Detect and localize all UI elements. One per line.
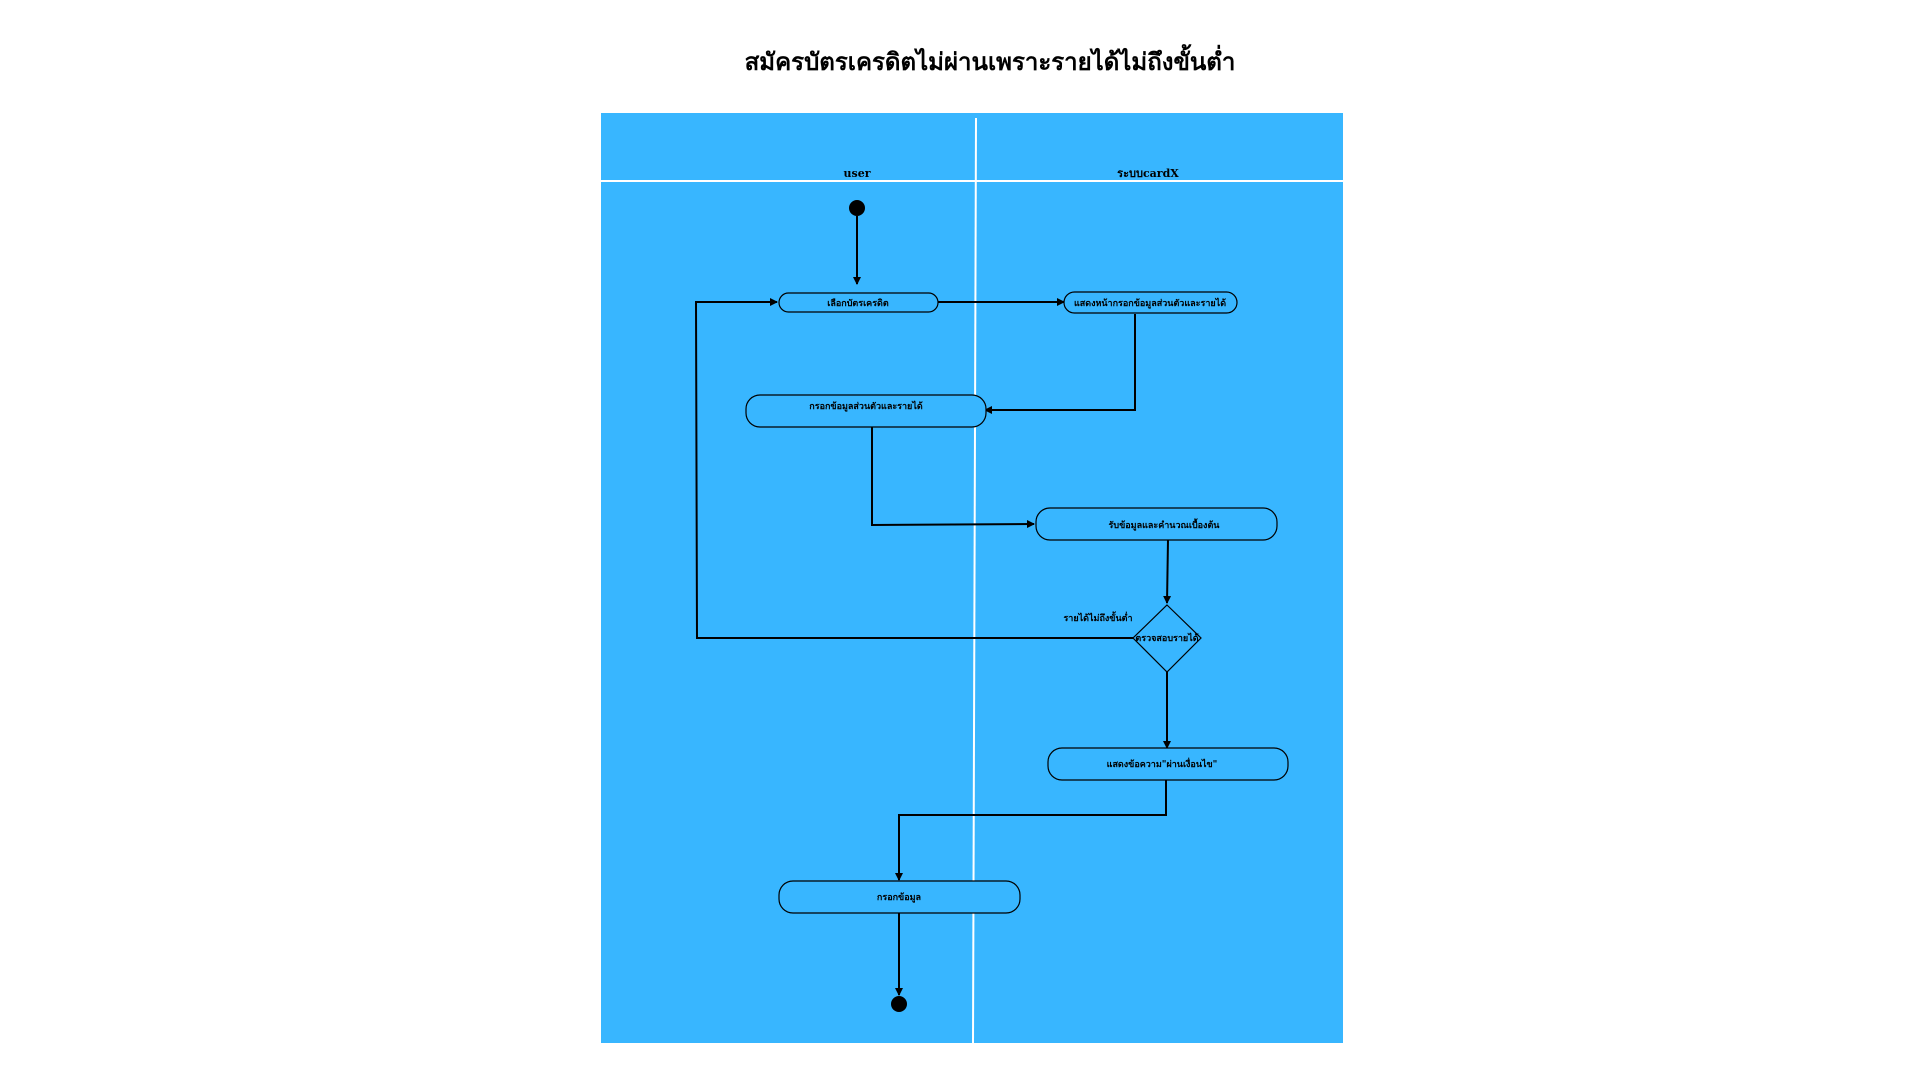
- action-show-message-label: แสดงข้อความ"ผ่านเงื่อนไข": [1107, 757, 1218, 770]
- action-fill-personal-income-label: กรอกข้อมูลส่วนตัวและรายได้: [809, 400, 923, 412]
- action-show-form-label: แสดงหน้ากรอกข้อมูลส่วนตัวและรายได้: [1074, 297, 1226, 309]
- lane-label-cardx-system: ระบบcardX: [1117, 167, 1179, 180]
- edge-show-form-to-fill-personal: [984, 314, 1136, 414]
- decision-check-income: [1132, 604, 1202, 673]
- decision-check-income-label: ตรวจสอบรายได้: [1135, 632, 1198, 644]
- edge-receive-to-check-income: [1163, 539, 1172, 604]
- edge-label-income-below-min: รายได้ไม่ถึงขั้นต่ำ: [1063, 611, 1132, 624]
- action-fill-personal-income: [745, 394, 987, 428]
- edge-show-message-to-fill-info: [895, 780, 1167, 881]
- action-fill-info: [778, 880, 1021, 914]
- action-receive-and-check-label: รับข้อมูลและคำนวณเบื้องต้น: [1109, 518, 1221, 531]
- lane-label-user: user: [844, 167, 871, 180]
- action-show-message: [1047, 747, 1289, 781]
- edge-check-income-loop-to-choose-card: [694, 298, 1133, 639]
- start-node: [849, 200, 865, 216]
- end-node: [891, 996, 907, 1012]
- action-fill-info-label: กรอกข้อมูล: [877, 892, 921, 903]
- action-show-form: [1063, 291, 1238, 314]
- action-receive-and-check: [1035, 507, 1278, 541]
- diagram-title: สมัครบัตรเครดิตไม่ผ่านเพราะรายได้ไม่ถึงข…: [745, 43, 1236, 76]
- action-choose-card: [778, 292, 939, 313]
- edge-fill-personal-to-receive: [871, 427, 1035, 529]
- action-choose-card-label: เลือกบัตรเครดิต: [827, 297, 889, 309]
